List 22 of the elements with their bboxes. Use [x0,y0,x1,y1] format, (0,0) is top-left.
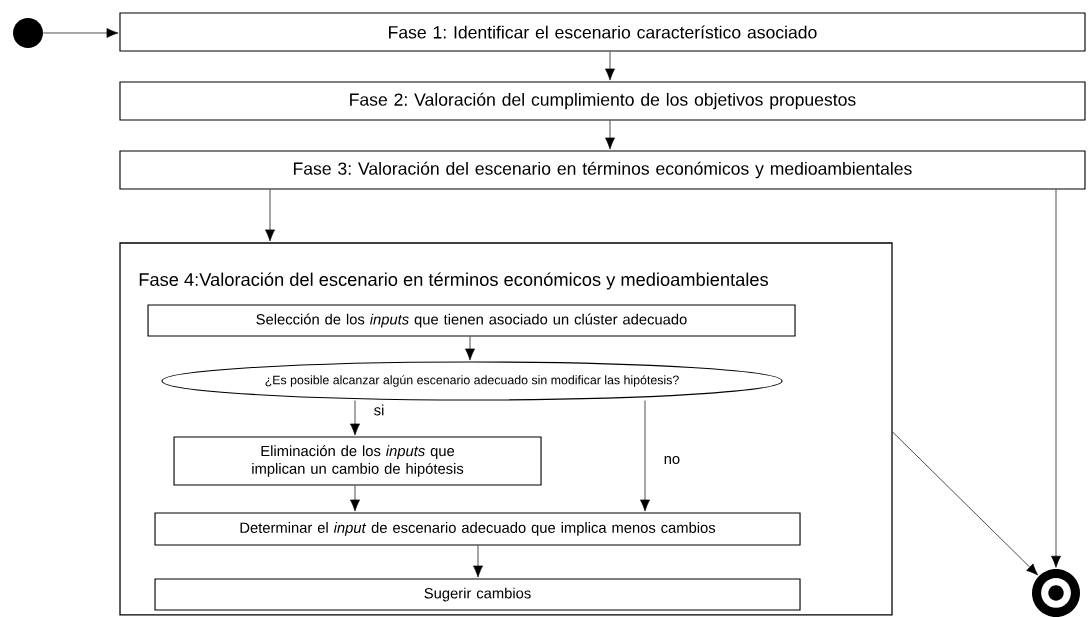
end-target [1032,569,1080,617]
process-box: Determinar el input de escenario adecuado que implica menos cambios [154,512,801,546]
arrow [473,545,483,578]
arrow [265,189,275,242]
arrow [892,431,1039,576]
arrow [42,28,119,38]
process-box: Eliminación de los inputs que implican un cambio de hipótesis [173,436,542,486]
phase-box: Fase 3: Valoración del escenario en términos económicos y medioambientales [119,150,1086,190]
arrow [605,51,615,81]
arrow [350,400,360,436]
arrow [1051,189,1061,568]
process-box: Selección de los inputs que tienen asociado un clúster adecuado [147,304,796,337]
phase-box: Fase 1: Identificar el escenario característico asociado [119,12,1086,52]
process-box: Sugerir cambios [154,578,801,611]
edge-label: no [662,454,682,466]
arrow [350,485,360,512]
arrow [640,400,650,512]
edge-label: si [372,403,386,417]
arrow [605,120,615,150]
phase-box: Fase 2: Valoración del cumplimiento de los objetivos propuestos [119,81,1086,121]
arrow [465,336,475,361]
start-dot [13,18,43,48]
